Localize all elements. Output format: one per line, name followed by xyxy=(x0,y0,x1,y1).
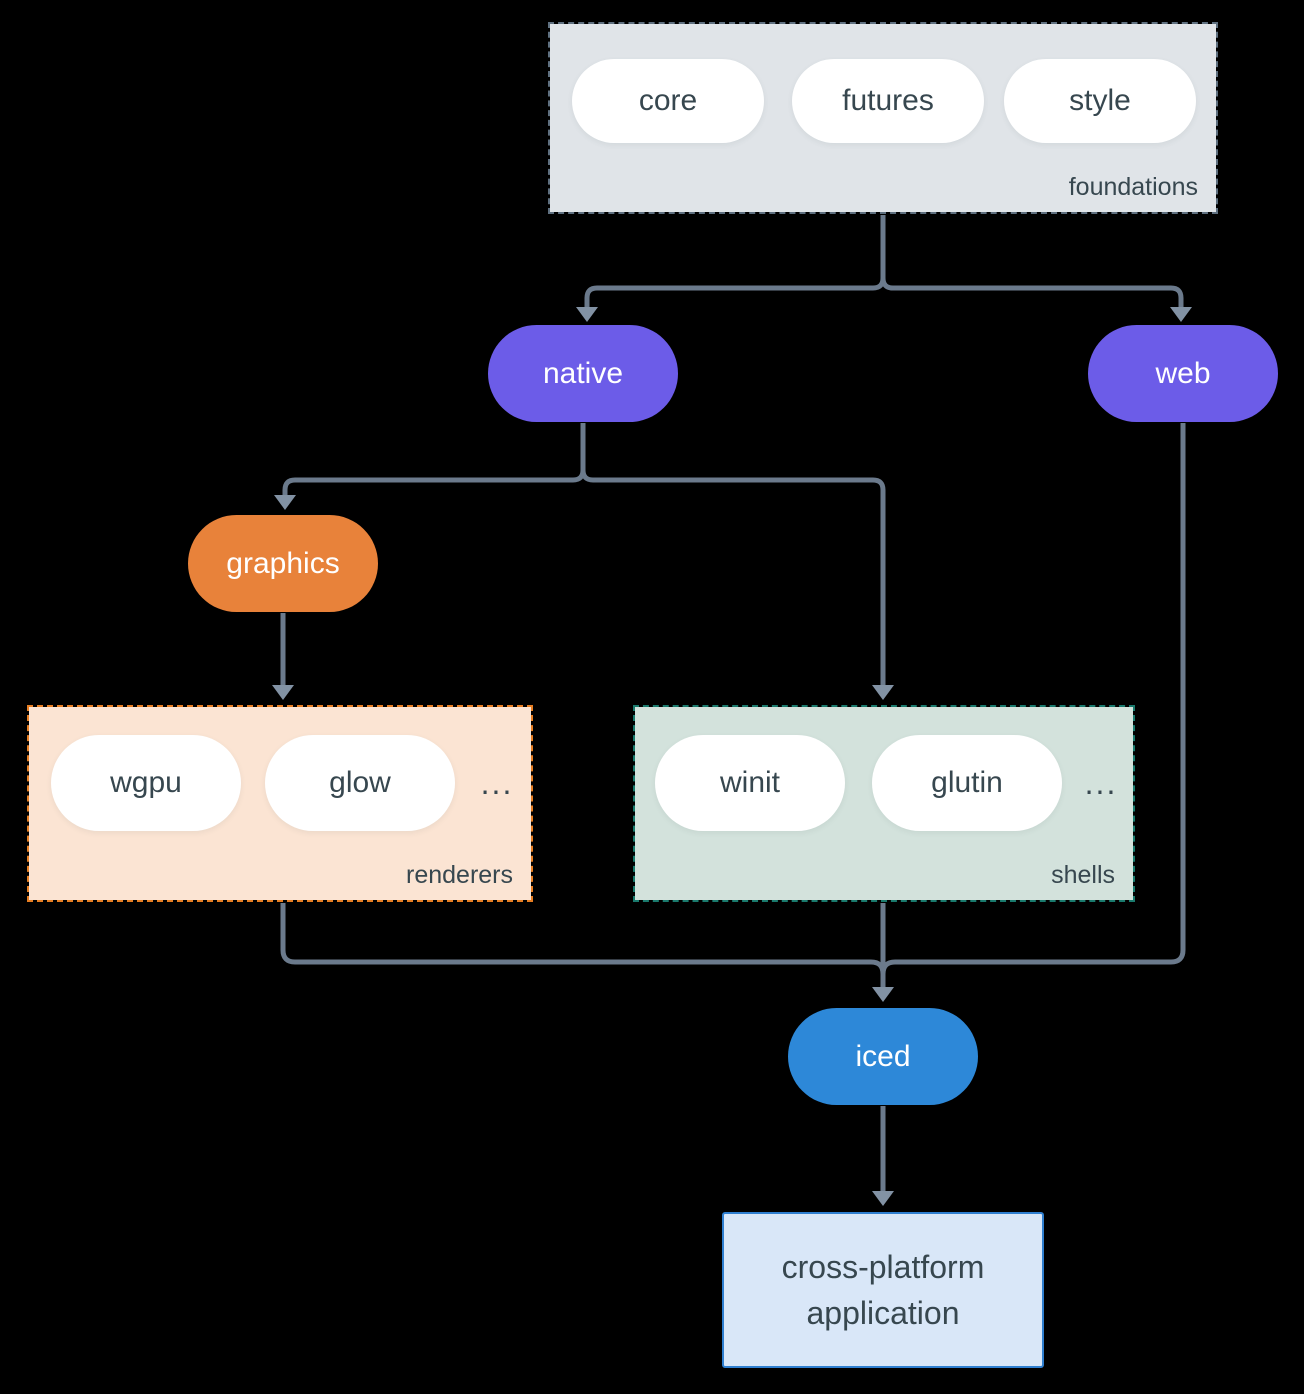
node-glow: glow xyxy=(265,735,455,831)
edge-native-graphics xyxy=(282,458,586,497)
group-renderers: wgpu glow ... renderers xyxy=(27,705,533,902)
node-wgpu-label: wgpu xyxy=(110,766,182,799)
arrowhead-graphics xyxy=(274,495,296,510)
node-graphics-label: graphics xyxy=(226,546,340,580)
group-shells-label: shells xyxy=(1051,861,1115,889)
node-graphics: graphics xyxy=(188,515,378,612)
node-wgpu: wgpu xyxy=(51,735,241,831)
node-iced: iced xyxy=(788,1008,978,1105)
arrowhead-web xyxy=(1170,307,1192,322)
edge-foundations-web xyxy=(880,266,1184,308)
node-winit: winit xyxy=(655,735,845,831)
node-futures-label: futures xyxy=(842,84,934,117)
node-native: native xyxy=(488,325,678,422)
node-native-label: native xyxy=(542,356,624,390)
group-shells: winit glutin ... shells xyxy=(633,705,1135,902)
shells-ellipsis: ... xyxy=(1084,764,1118,801)
node-glow-label: glow xyxy=(329,766,391,799)
node-web-label: web xyxy=(1155,356,1211,390)
node-style: style xyxy=(1004,59,1196,143)
edge-native-shells xyxy=(580,458,886,687)
arrowhead-renderers xyxy=(272,685,294,700)
node-glutin: glutin xyxy=(872,735,1062,831)
node-cross-platform-application-label: cross-platform application xyxy=(781,1248,985,1331)
edge-renderers-iced xyxy=(280,903,886,987)
renderers-ellipsis: ... xyxy=(480,764,514,801)
node-style-label: style xyxy=(1069,84,1131,117)
edge-foundations-native xyxy=(584,266,886,308)
arrowhead-application xyxy=(872,1191,894,1206)
node-cross-platform-application: cross-platform application xyxy=(722,1212,1044,1368)
node-glutin-label: glutin xyxy=(931,766,1003,799)
group-foundations: core futures style foundations xyxy=(548,22,1218,214)
node-winit-label: winit xyxy=(719,766,780,799)
node-web: web xyxy=(1088,325,1278,422)
group-foundations-label: foundations xyxy=(1068,173,1198,201)
node-core-label: core xyxy=(638,84,698,117)
arrowhead-shells xyxy=(872,685,894,700)
node-futures: futures xyxy=(792,59,984,143)
node-iced-label: iced xyxy=(855,1039,911,1073)
group-renderers-label: renderers xyxy=(406,861,513,889)
arrowhead-iced xyxy=(872,987,894,1002)
node-core: core xyxy=(572,59,764,143)
arrowhead-native xyxy=(576,307,598,322)
